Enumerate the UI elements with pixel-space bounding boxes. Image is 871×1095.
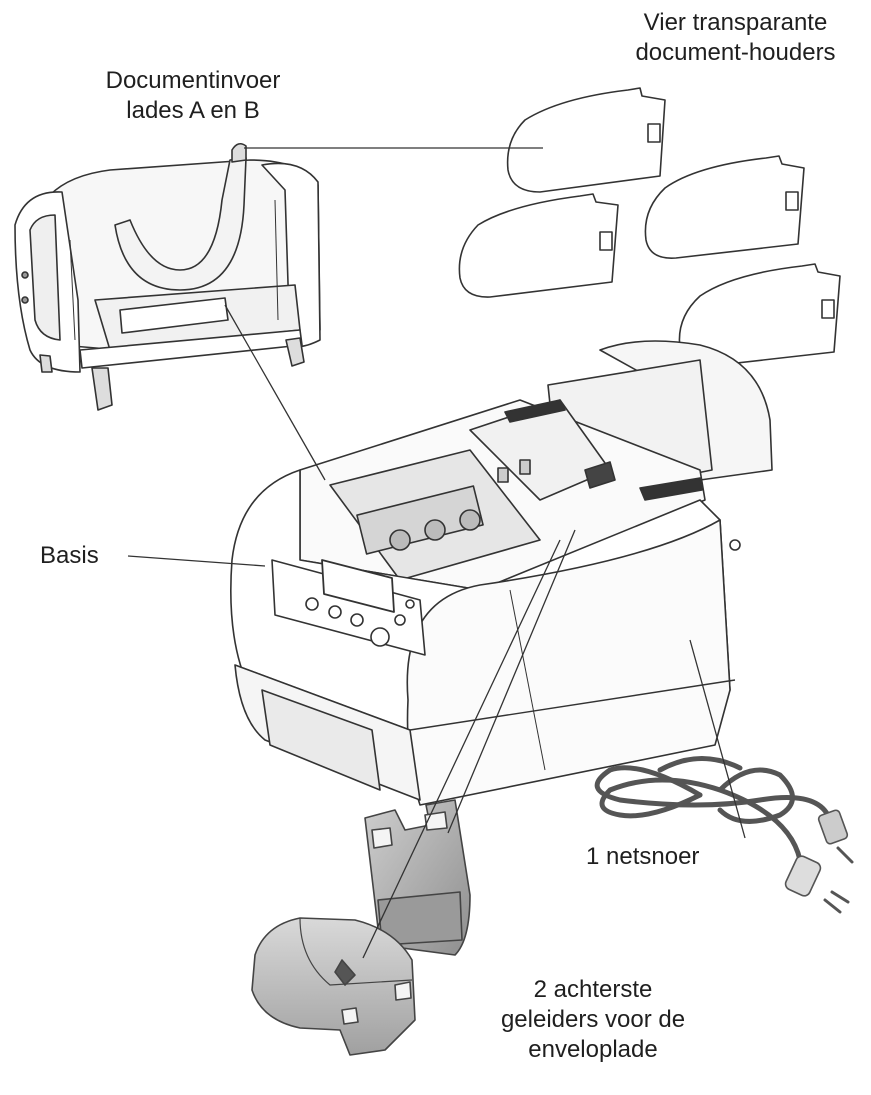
leader-guide-upper [447, 529, 576, 834]
label-power-cord: 1 netsnoer [586, 843, 700, 870]
leader-trays-to-base [224, 304, 326, 481]
document-holders [458, 87, 841, 367]
label-rear-guides-line2: geleiders voor de [500, 1006, 686, 1033]
label-document-holders: Vier transparante document-houders [608, 8, 863, 68]
leader-netsnoer [689, 639, 746, 839]
rear-guide-lower [251, 917, 416, 1056]
rear-guides [251, 799, 471, 1056]
power-cord [594, 756, 854, 914]
label-document-feeder-trays-line1: Documentinvoer [105, 67, 281, 94]
label-document-feeder-trays: Documentinvoer lades A en B [68, 66, 318, 126]
label-rear-guides-line1: 2 achterste [533, 976, 653, 1003]
label-base: Basis [40, 542, 99, 569]
rear-guide-upper [364, 799, 471, 956]
document-feeder-trays [14, 142, 321, 411]
document-holder-2 [458, 193, 619, 298]
leader-lines [127, 147, 746, 959]
document-holder-1 [506, 87, 666, 193]
base-machine [230, 340, 773, 806]
leader-guide-lower [362, 539, 561, 959]
label-document-holders-line2: document-houders [635, 39, 836, 66]
label-document-holders-line1: Vier transparante [643, 9, 828, 36]
document-holder-3 [644, 155, 805, 259]
label-rear-guides: 2 achterste geleiders voor de enveloplad… [468, 975, 718, 1065]
leader-basis [127, 555, 266, 567]
label-document-feeder-trays-line2: lades A en B [126, 97, 260, 124]
label-rear-guides-line3: enveloplade [528, 1036, 658, 1063]
